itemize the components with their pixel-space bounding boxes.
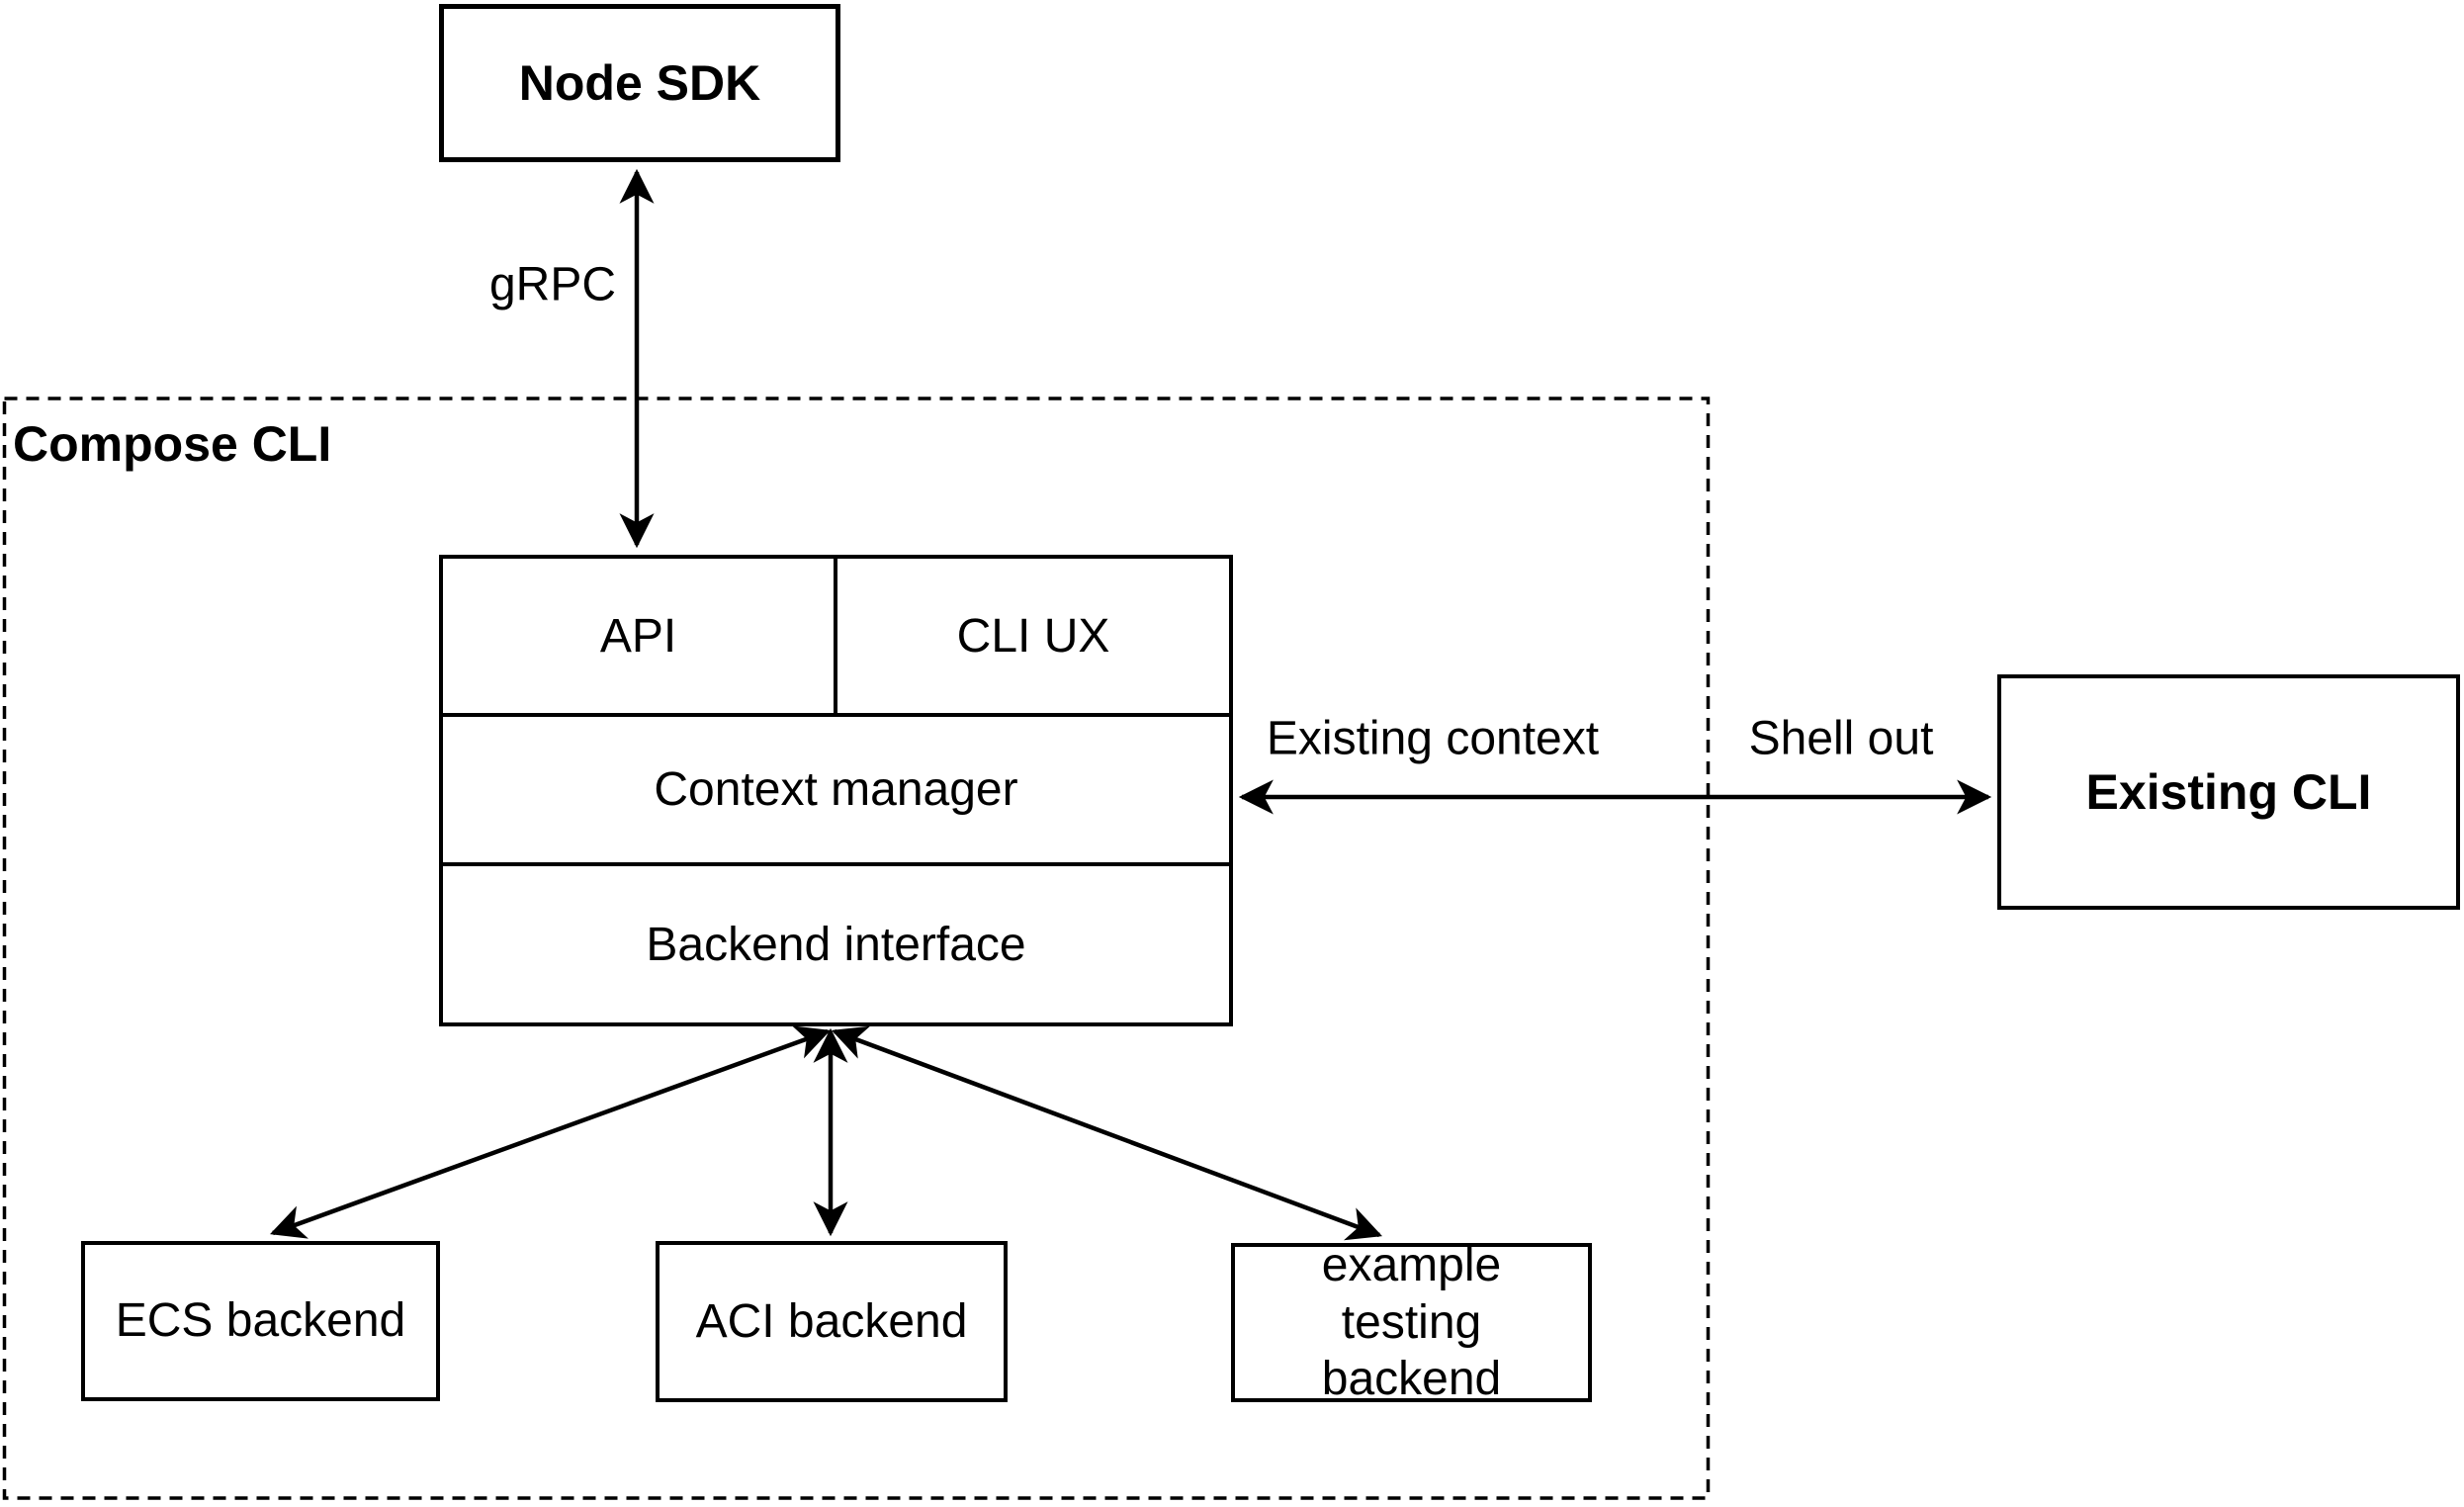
compose-cli-core-box: API CLI UX Context manager Backend inter… [439,555,1233,1026]
cli-ux-cell: CLI UX [837,559,1229,713]
node-sdk-box: Node SDK [439,4,840,162]
node-sdk-label: Node SDK [518,55,761,111]
context-manager-label: Context manager [654,763,1018,816]
context-manager-cell: Context manager [443,717,1229,866]
aci-backend-box: ACI backend [656,1241,1008,1402]
compose-cli-boundary [2,397,1711,1500]
existing-context-label: Existing context [1262,711,1604,766]
compose-cli-label: Compose CLI [13,416,332,472]
aci-backend-label: ACI backend [695,1294,968,1348]
grpc-label: gRPC [484,257,621,312]
backend-interface-cell: Backend interface [443,866,1229,1022]
ecs-backend-arrow [270,1025,831,1239]
backend-interface-label: Backend interface [646,918,1026,971]
ecs-backend-label: ECS backend [115,1294,406,1348]
example-testing-backend-label: example testing backend [1321,1239,1502,1406]
top-row: API CLI UX [443,559,1229,717]
example-backend-arrow [832,1025,1382,1241]
api-label: API [599,609,677,663]
cli-ux-label: CLI UX [956,609,1110,663]
api-cell: API [443,559,838,713]
existing-cli-box: Existing CLI [1997,674,2460,910]
ecs-backend-box: ECS backend [81,1241,440,1401]
example-testing-backend-box: example testing backend [1231,1239,1592,1405]
existing-cli-label: Existing CLI [2085,764,2372,820]
shell-out-label: Shell out [1744,711,1938,766]
